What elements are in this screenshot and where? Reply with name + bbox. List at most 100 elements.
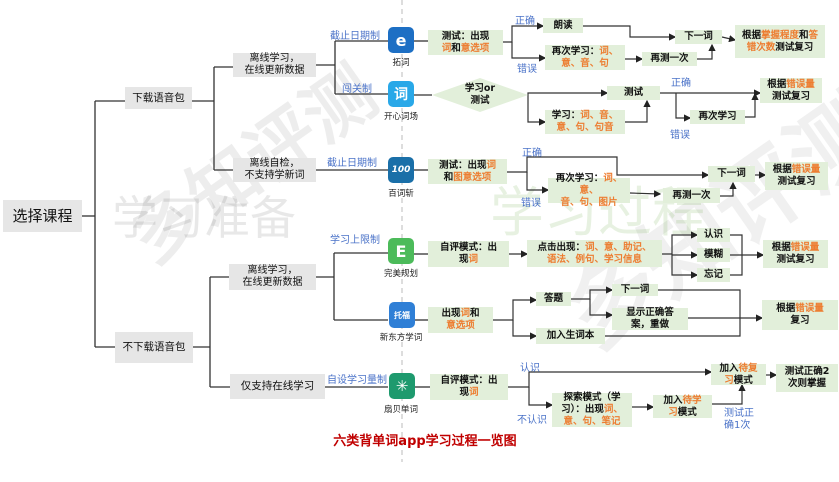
- text-segment: 复习: [790, 315, 810, 326]
- box-text: 认识: [704, 229, 723, 241]
- highlighted-text: 词: [486, 159, 497, 171]
- r5-next-word-box: 下一词: [612, 284, 658, 296]
- box-text: 探索模式（学 习）：出现词、 意、句、笔记: [561, 392, 623, 428]
- box-text: 点击出现：词、意、助记、 语法、例句、学习信息: [537, 242, 651, 266]
- text-segment: 再次学习：: [551, 45, 600, 57]
- box-text: 下一词: [717, 168, 746, 180]
- app-name: 百词斩: [388, 189, 414, 199]
- edge-label-test-once: 测试正 确1次: [724, 408, 754, 431]
- offline-self-check: 离线自检， 不支持学新词: [233, 158, 316, 182]
- highlighted-text: 词: [468, 254, 478, 265]
- highlighted-text: 词、 意、音、句: [561, 45, 619, 69]
- highlighted-text: 意选项: [446, 320, 475, 331]
- box-text: 加入待复 习模式: [719, 363, 757, 387]
- text-segment: 和: [470, 308, 480, 319]
- box-text: 出现词和 意选项: [441, 308, 479, 332]
- box-text: 再次学习：词、 意、音、句: [552, 46, 619, 70]
- shanbay-app-icon: ✳: [389, 373, 415, 399]
- edge-label-unknown: 不认识: [517, 415, 547, 426]
- r3-retest-box: 再测一次: [663, 188, 720, 203]
- text-segment: 测试: [623, 87, 643, 98]
- highlighted-text: 掌握程度: [760, 29, 799, 41]
- highlighted-text: 错误量: [786, 78, 815, 90]
- box-text: 测试：出现词 和图意选项: [439, 160, 496, 184]
- box-text: 再测一次: [650, 53, 688, 65]
- text-segment: 测试复习: [777, 176, 816, 187]
- box-text: 根据错误量 测试复习: [773, 164, 821, 188]
- text-segment: 学习：: [551, 110, 581, 121]
- box-text: 模糊: [704, 249, 723, 261]
- rule-label: 闯关制: [342, 84, 372, 95]
- highlighted-text: 词、音、 意、句、句音: [556, 110, 619, 133]
- r1-test-box: 测试：出现 词和意选项: [428, 30, 503, 55]
- text-segment: 测试：出现: [441, 30, 490, 42]
- text-segment: 认识: [703, 229, 723, 240]
- text-segment: 测试复习: [776, 254, 815, 265]
- box-text: 加入待学 习模式: [663, 395, 701, 419]
- text-segment: 答题: [543, 293, 563, 304]
- text-segment: 自评模式：出 现: [439, 242, 497, 265]
- r6-explore-box: 探索模式（学 习）：出现词、 意、句、笔记: [552, 392, 632, 428]
- r2-relearn-box: 再次学习: [690, 110, 745, 124]
- r3-test-box: 测试：出现词 和图意选项: [428, 159, 507, 184]
- highlighted-text: 词、 意、句、笔记: [563, 404, 623, 427]
- r4-click-reveal-box: 点击出现：词、意、助记、 语法、例句、学习信息: [527, 240, 662, 267]
- r5-redo-box: 显示正确答 案，重做: [612, 307, 688, 331]
- app-name: 扇贝单词: [383, 405, 418, 415]
- text-segment: 再测一次: [650, 53, 689, 64]
- tuoci-app-icon: e: [388, 27, 414, 53]
- box-text: 根据错误量 测试复习: [772, 242, 820, 266]
- download-voice-pack: 下载语音包: [125, 87, 192, 109]
- r1-review-box: 根据掌握程度和答 错次数测试复习: [735, 25, 825, 58]
- r5-review-box: 根据错误量 复习: [762, 300, 838, 330]
- text-segment: 模式: [733, 374, 753, 386]
- highlighted-text: 待复 习: [724, 362, 758, 386]
- text-segment: 忘记: [703, 269, 723, 280]
- highlighted-text: 词、意、 音、句、图片: [560, 172, 623, 208]
- online-only-learning: 仅支持在线学习: [230, 374, 325, 399]
- edge-label-wrong: 错误: [670, 130, 690, 141]
- box-text: 显示正确答 案，重做: [626, 307, 674, 331]
- r2-learn-or-test-label: 学习or 测试: [448, 80, 512, 110]
- highlighted-text: 词: [441, 42, 452, 54]
- kaixin-cichang-app-icon: 词: [388, 81, 414, 107]
- box-text: 再次学习：词、意、 音、句、图片: [551, 173, 627, 209]
- r4-know-box: 认识: [697, 228, 730, 242]
- text-segment: 点击出现：: [537, 241, 585, 253]
- box-text: 自评模式：出 现词: [440, 375, 497, 399]
- r1-next-word-box: 下一词: [675, 30, 722, 44]
- text-segment: 根据: [767, 78, 787, 90]
- box-text: 下一词: [684, 31, 713, 43]
- highlighted-text: 答 错次数: [746, 29, 819, 53]
- text-segment: 和: [451, 42, 461, 54]
- r2-learn-box: 学习：词、音、 意、句、句音: [545, 110, 625, 134]
- offline-learning-b: 离线学习， 在线更新数据: [229, 264, 316, 290]
- text-segment: 测试复习: [771, 90, 810, 102]
- text-segment: 再次学习：: [555, 172, 604, 184]
- text-segment: 自评模式：出 现: [440, 375, 498, 398]
- box-text: 学习or 测试: [465, 83, 495, 107]
- highlighted-text: 错误量: [795, 303, 824, 314]
- r1-retest-box: 再测一次: [642, 52, 697, 66]
- app-name: 拓词: [392, 58, 410, 68]
- r5-answer-box: 答题: [536, 292, 571, 306]
- r6-self-assess-box: 自评模式：出 现词: [430, 374, 508, 400]
- text-segment: 显示正确答 案，重做: [626, 307, 674, 330]
- r6-mastered-box: 测试正确2 次则掌握: [776, 364, 838, 392]
- text-segment: 下一词: [620, 284, 650, 295]
- box-text: 测试正确2 次则掌握: [785, 366, 830, 390]
- rule-label: 截止日期制: [330, 31, 380, 42]
- box-text: 下一词: [621, 284, 650, 296]
- box-text: 根据错误量 复习: [776, 303, 824, 327]
- text-segment: 下一词: [684, 31, 713, 42]
- highlighted-text: 图意选项: [453, 171, 492, 183]
- watermark-prep: 学习准备: [112, 191, 296, 245]
- highlighted-text: 错误量: [790, 242, 820, 253]
- edge-label-correct: 正确: [522, 148, 542, 159]
- text-segment: 模式: [677, 406, 697, 418]
- r5-show-box: 出现词和 意选项: [428, 307, 493, 333]
- r3-review-box: 根据错误量 测试复习: [765, 162, 828, 190]
- text-segment: 再测一次: [672, 189, 711, 201]
- rule-label: 自设学习量制: [327, 375, 387, 386]
